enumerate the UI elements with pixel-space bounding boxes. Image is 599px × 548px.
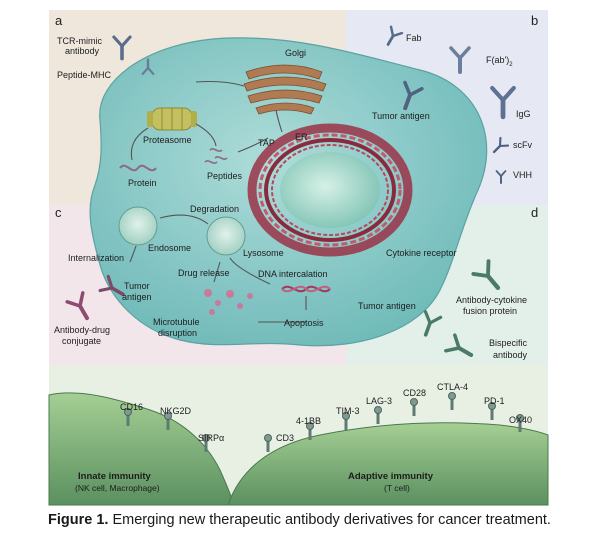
label-tumor-antigen-c1: Tumor	[124, 281, 150, 291]
drug-particles-icon	[204, 289, 253, 315]
lag-3-receptor-icon	[374, 406, 382, 424]
panel-letter-d: d	[531, 205, 538, 220]
label-tap: TAP	[258, 138, 275, 148]
label-fusion-1: Antibody-cytokine	[456, 295, 527, 305]
tumor-antigen-c-icon	[98, 274, 125, 297]
cd28-receptor-icon	[410, 398, 418, 416]
label-ox40: OX40	[509, 415, 532, 425]
cytokine-fusion-icon	[471, 259, 501, 290]
sirpa-receptor-icon	[202, 434, 210, 452]
label-internalization: Internalization	[68, 253, 124, 263]
label-endosome: Endosome	[148, 243, 191, 253]
tim-3-receptor-icon	[342, 412, 350, 430]
panel-letter-a: a	[55, 13, 63, 28]
label-fab2: F(ab')2	[486, 55, 513, 68]
label-innate-sub: (NK cell, Macrophage)	[75, 483, 160, 493]
cd3-receptor-icon	[264, 434, 272, 452]
ctla-4-receptor-icon	[448, 392, 456, 410]
label-nkg2d: NKG2D	[160, 406, 192, 416]
label-innate-title: Innate immunity	[78, 471, 152, 482]
label-apoptosis: Apoptosis	[284, 318, 324, 328]
label-peptide-mhc: Peptide-MHC	[57, 70, 112, 80]
label-tim-3: TIM-3	[336, 406, 360, 416]
label-cd16: CD16	[120, 402, 143, 412]
nucleus	[247, 123, 413, 257]
label-peptides: Peptides	[207, 171, 243, 181]
panel-a-arrows	[130, 80, 283, 161]
vhh-icon	[495, 170, 507, 184]
tcr-mimic-antibody-icon	[112, 35, 132, 61]
innate-immune-cell	[48, 392, 235, 506]
label-cytokine-receptor: Cytokine receptor	[386, 248, 457, 258]
fab-icon	[386, 25, 404, 46]
label-dna-intercalation: DNA intercalation	[258, 269, 328, 279]
label-drug-release: Drug release	[178, 268, 230, 278]
label-lysosome: Lysosome	[243, 248, 284, 258]
label-adc-2: conjugate	[62, 336, 101, 346]
label-tumor-antigen-b: Tumor antigen	[372, 111, 430, 121]
peptides-icon	[204, 148, 228, 164]
panel-letter-b: b	[531, 13, 538, 28]
panel-letter-c: c	[55, 205, 62, 220]
label-protein: Protein	[128, 178, 157, 188]
label-tcr-mimic-2: antibody	[65, 46, 100, 56]
label-fab: Fab	[406, 33, 422, 43]
caption-text: Emerging new therapeutic antibody deriva…	[108, 512, 551, 528]
4-1bb-receptor-icon	[306, 422, 314, 440]
label-bispecific-1: Bispecific	[489, 338, 528, 348]
igg-icon	[490, 85, 516, 120]
nkg2d-receptor-icon	[164, 412, 172, 430]
label-proteasome: Proteasome	[143, 135, 192, 145]
panel-c-arrows	[129, 214, 307, 323]
cd16-receptor-icon	[124, 408, 132, 426]
label-adaptive-title: Adaptive immunity	[348, 471, 434, 482]
label-scfv: scFv	[513, 140, 532, 150]
label-tumor-antigen-d: Tumor antigen	[358, 301, 416, 311]
figure-caption: Figure 1. Emerging new therapeutic antib…	[0, 512, 599, 528]
label-4-1bb: 4-1BB	[296, 416, 321, 426]
label-microtubule-1: Microtubule	[153, 317, 200, 327]
endosome-icon	[118, 206, 158, 246]
label-fusion-2: fusion protein	[463, 306, 517, 316]
peptide-mhc-icon	[141, 58, 155, 76]
ox40-receptor-icon	[516, 414, 524, 432]
label-bispecific-2: antibody	[493, 350, 528, 360]
label-adc-1: Antibody-drug	[54, 325, 110, 335]
bispecific-antibody-icon	[444, 333, 474, 357]
scfv-icon	[492, 136, 510, 154]
label-lag-3: LAG-3	[366, 396, 392, 406]
dna-icon-strand	[281, 285, 331, 293]
lysosome-icon	[206, 216, 246, 256]
adaptive-immune-cell	[227, 422, 549, 506]
label-sirpa: SIRPα	[198, 433, 224, 443]
label-er: ER	[295, 132, 308, 142]
caption-label: Figure 1.	[48, 512, 109, 528]
proteasome-icon	[147, 107, 197, 131]
protein-icon	[119, 164, 157, 172]
label-tumor-antigen-c2: antigen	[122, 292, 152, 302]
label-pd-1: PD-1	[484, 396, 505, 406]
label-tcr-mimic-1: TCR-mimic	[57, 36, 102, 46]
pd-1-receptor-icon	[488, 402, 496, 420]
label-cd28: CD28	[403, 388, 426, 398]
label-ctla-4: CTLA-4	[437, 382, 468, 392]
label-adaptive-sub: (T cell)	[384, 483, 410, 493]
label-vhh: VHH	[513, 170, 532, 180]
label-igg: IgG	[516, 109, 531, 119]
adc-icon	[65, 291, 89, 321]
label-cd3: CD3	[276, 433, 294, 443]
label-microtubule-2: disruption	[158, 328, 197, 338]
tumor-antigen-b-icon	[403, 80, 424, 111]
tumor-antigen-d-icon	[423, 310, 443, 337]
golgi-icon	[243, 64, 327, 115]
label-golgi: Golgi	[285, 48, 306, 58]
label-degradation: Degradation	[190, 204, 239, 214]
fab2-icon	[449, 46, 471, 74]
